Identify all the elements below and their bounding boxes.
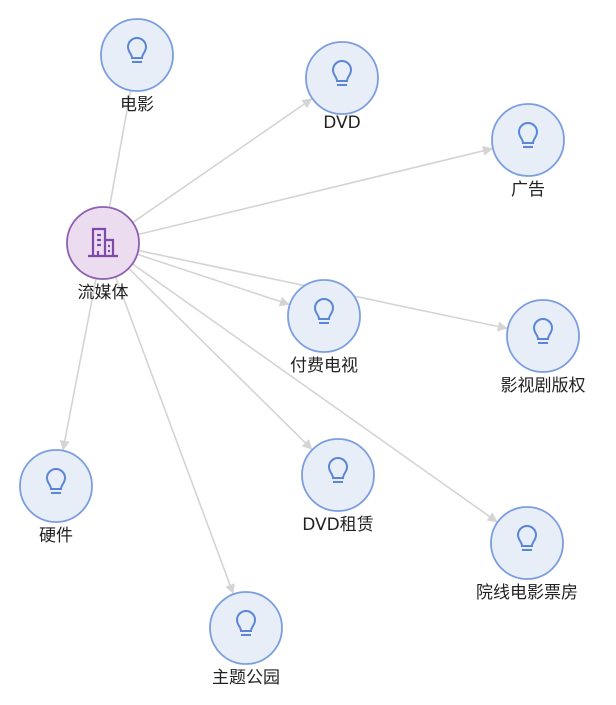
node-paytv[interactable] xyxy=(287,279,361,353)
node-boxoffice[interactable] xyxy=(490,506,564,580)
node-ads[interactable] xyxy=(491,103,565,177)
edge-paytv xyxy=(136,253,290,307)
node-label: 付费电视 xyxy=(290,356,358,376)
node-label: 广告 xyxy=(511,180,545,200)
node-label: DVD xyxy=(323,113,361,133)
node-dvd[interactable] xyxy=(305,41,379,115)
edge-themepark xyxy=(114,276,235,595)
lightbulb-icon xyxy=(516,525,538,547)
edge-ads xyxy=(137,145,494,236)
edge-hardware xyxy=(59,278,97,451)
building-icon xyxy=(88,227,118,258)
edge-movie xyxy=(108,91,132,208)
node-movie[interactable] xyxy=(100,18,174,92)
node-dvdrental[interactable] xyxy=(301,438,375,512)
lightbulb-icon xyxy=(532,318,554,340)
edge-dvdrental xyxy=(128,267,313,450)
node-label: 电影 xyxy=(120,95,154,115)
center-node-label: 流媒体 xyxy=(77,283,129,303)
node-streaming[interactable] xyxy=(66,206,140,280)
node-label: DVD租赁 xyxy=(302,515,374,535)
node-rights[interactable] xyxy=(506,299,580,373)
node-label: 硬件 xyxy=(39,526,73,546)
lightbulb-icon xyxy=(331,60,353,82)
node-hardware[interactable] xyxy=(19,449,93,523)
node-label: 院线电影票房 xyxy=(476,583,578,603)
edge-dvd xyxy=(132,98,313,224)
lightbulb-icon xyxy=(45,468,67,490)
node-label: 影视剧版权 xyxy=(500,376,586,396)
lightbulb-icon xyxy=(517,122,539,144)
edge-boxoffice xyxy=(131,263,498,523)
node-label: 主题公园 xyxy=(212,668,280,688)
lightbulb-icon xyxy=(235,610,257,632)
node-themepark[interactable] xyxy=(209,591,283,665)
lightbulb-icon xyxy=(126,37,148,59)
lightbulb-icon xyxy=(327,457,349,479)
lightbulb-icon xyxy=(313,298,335,320)
